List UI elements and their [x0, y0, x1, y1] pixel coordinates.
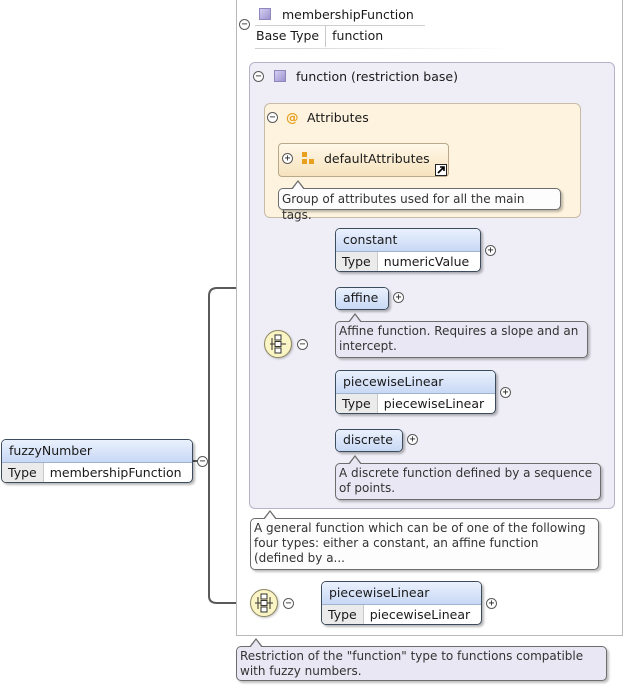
shortcut-arrow-icon[interactable]	[435, 164, 447, 176]
piecewise-linear-expand-toggle[interactable]: +	[500, 387, 511, 398]
affine-expand-toggle[interactable]: +	[393, 292, 404, 303]
constant-expand-toggle[interactable]: +	[485, 245, 496, 256]
choice-collapse-toggle[interactable]: −	[297, 339, 308, 350]
element-affine-name: affine	[336, 288, 388, 309]
discrete-doc-line-1: A discrete function defined by a sequenc…	[339, 466, 593, 480]
root-collapse-toggle[interactable]: −	[197, 456, 208, 467]
sequence-icon[interactable]	[250, 589, 278, 617]
element-piecewise-linear-type-key: Type	[336, 394, 378, 413]
sequence-piecewise-linear-expand-toggle[interactable]: +	[486, 598, 497, 609]
attribute-group-expand-toggle[interactable]: +	[282, 153, 293, 164]
restriction-label: function (restriction base)	[296, 69, 458, 84]
element-discrete[interactable]: discrete	[335, 429, 403, 452]
attributes-at-icon: @	[286, 110, 299, 125]
element-affine[interactable]: affine	[335, 287, 389, 310]
base-type-underline	[255, 48, 515, 49]
element-fuzzy-number-type-row: Type membershipFunction	[2, 463, 192, 482]
element-fuzzy-number-type-value: membershipFunction	[49, 465, 182, 480]
element-fuzzy-number-name: fuzzyNumber	[2, 440, 192, 463]
type-to-sequence-connector	[208, 461, 250, 604]
element-fuzzy-number-type-key: Type	[2, 463, 44, 482]
attribute-group-doc: Group of attributes used for all the mai…	[278, 188, 561, 222]
type-name: membershipFunction	[282, 7, 414, 22]
element-sequence-piecewise-linear-type-row: Type piecewiseLinear	[322, 605, 481, 624]
element-constant-type-value: numericValue	[383, 254, 470, 269]
discrete-expand-toggle[interactable]: +	[407, 434, 418, 445]
discrete-doc: A discrete function defined by a sequenc…	[335, 463, 601, 500]
base-type-key: Base Type	[254, 26, 327, 47]
element-constant-type-row: Type numericValue	[336, 252, 480, 271]
restriction-annotation-line-3: (defined by a...	[254, 551, 345, 565]
affine-doc: Affine function. Requires a slope and an…	[335, 321, 588, 358]
element-constant-name: constant	[336, 229, 480, 252]
discrete-doc-line-2: of points.	[339, 481, 396, 495]
element-piecewise-linear-type-value: piecewiseLinear	[383, 396, 485, 411]
type-to-restriction-connector	[208, 287, 250, 461]
restriction-collapse-toggle[interactable]: −	[253, 71, 264, 82]
element-sequence-piecewise-linear-name: piecewiseLinear	[322, 582, 481, 605]
type-icon	[259, 8, 271, 20]
restriction-type-icon	[274, 70, 286, 82]
element-piecewise-linear-name: piecewiseLinear	[336, 371, 495, 394]
affine-doc-line-2: intercept.	[339, 339, 397, 353]
type-name-underline	[255, 25, 425, 26]
element-sequence-piecewise-linear-type-key: Type	[322, 605, 364, 624]
type-annotation-text: Restriction of the "function" type to fu…	[240, 649, 584, 678]
affine-doc-line-1: Affine function. Requires a slope and an	[339, 324, 579, 338]
element-sequence-piecewise-linear[interactable]: piecewiseLinear Type piecewiseLinear	[321, 581, 482, 625]
element-constant[interactable]: constant Type numericValue	[335, 228, 481, 272]
element-constant-type-key: Type	[336, 252, 378, 271]
element-discrete-name: discrete	[336, 430, 402, 451]
restriction-annotation: A general function which can be of one o…	[250, 518, 599, 570]
attributes-title: Attributes	[307, 110, 369, 125]
type-annotation: Restriction of the "function" type to fu…	[236, 646, 607, 681]
type-collapse-toggle[interactable]: −	[239, 19, 250, 30]
base-type-value: function	[332, 28, 384, 43]
attribute-group-doc-text: Group of attributes used for all the mai…	[282, 192, 525, 222]
attribute-group-icon	[302, 152, 314, 164]
sequence-collapse-toggle[interactable]: −	[283, 598, 294, 609]
element-piecewise-linear[interactable]: piecewiseLinear Type piecewiseLinear	[335, 370, 496, 414]
element-fuzzy-number[interactable]: fuzzyNumber Type membershipFunction	[1, 439, 193, 483]
restriction-annotation-line-1: A general function which can be of one o…	[254, 521, 586, 535]
element-piecewise-linear-type-row: Type piecewiseLinear	[336, 394, 495, 413]
attribute-group-name: defaultAttributes	[324, 151, 430, 166]
choice-icon[interactable]	[264, 330, 292, 358]
attributes-collapse-toggle[interactable]: −	[267, 112, 278, 123]
element-sequence-piecewise-linear-type-value: piecewiseLinear	[369, 607, 471, 622]
restriction-annotation-line-2: four types: either a constant, an affine…	[254, 536, 539, 550]
base-type-row: Base Type function	[254, 26, 389, 47]
